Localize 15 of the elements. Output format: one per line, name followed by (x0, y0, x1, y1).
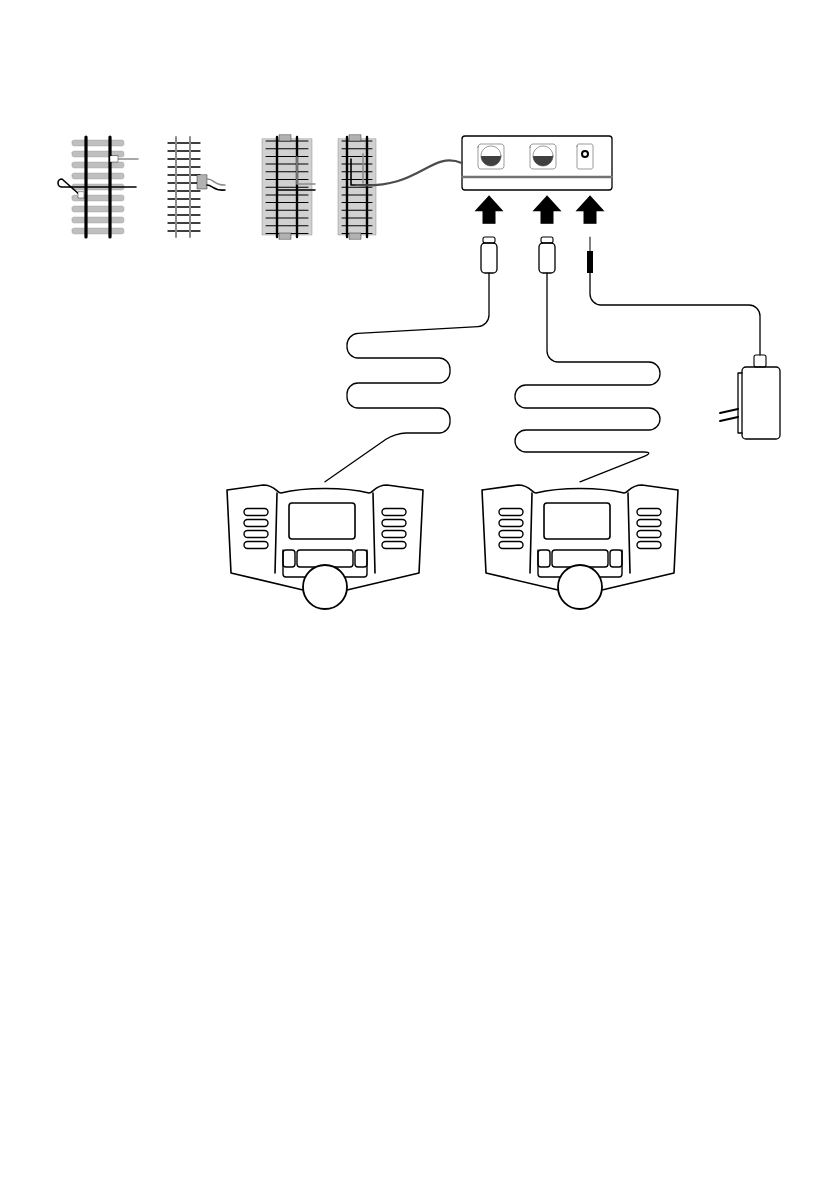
controller-drawing (226, 484, 424, 610)
connection-box (460, 135, 614, 191)
track-drawing (261, 134, 316, 240)
track-drawing (167, 136, 226, 238)
track-drawing (57, 135, 139, 239)
cable (514, 272, 661, 483)
track-drawing (337, 134, 377, 240)
plug-drawing (538, 236, 556, 274)
plug-drawing (587, 236, 593, 273)
controller-drawing (481, 484, 679, 610)
cable (589, 272, 761, 356)
plug-drawing (480, 236, 498, 274)
cable (324, 272, 490, 483)
power-adapter-drawing (719, 354, 781, 440)
cable (355, 159, 463, 187)
